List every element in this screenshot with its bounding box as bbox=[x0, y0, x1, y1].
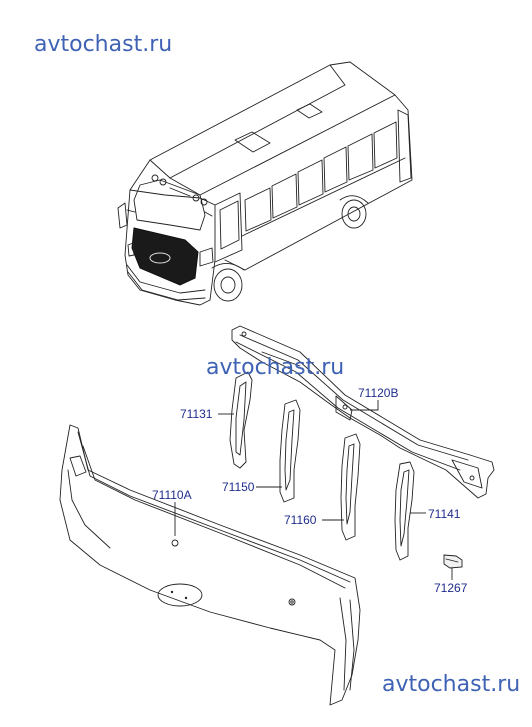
part-71120B-cross-member bbox=[231, 325, 495, 499]
part-71267-clip bbox=[443, 554, 463, 569]
part-71141-pillar bbox=[394, 461, 415, 561]
bus-illustration bbox=[117, 61, 413, 306]
watermark-middle: avtochast.ru bbox=[206, 355, 345, 380]
part-label-71267: 71267 bbox=[434, 581, 468, 595]
part-label-71120B: 71120B bbox=[358, 386, 399, 400]
watermark-top: avtochast.ru bbox=[34, 32, 173, 57]
part-label-71131: 71131 bbox=[180, 407, 213, 421]
part-label-71160: 71160 bbox=[284, 513, 317, 527]
part-label-71150: 71150 bbox=[222, 480, 255, 494]
part-71110A-front-panel bbox=[59, 424, 361, 706]
part-71160-pillar bbox=[340, 433, 361, 541]
part-71131-pillar bbox=[229, 371, 253, 469]
leader-lines bbox=[174, 400, 453, 580]
part-label-71141: 71141 bbox=[428, 507, 461, 521]
part-71150-pillar bbox=[279, 399, 301, 503]
part-label-71110A: 71110A bbox=[152, 488, 192, 502]
watermark-bottom: avtochast.ru bbox=[382, 672, 521, 697]
